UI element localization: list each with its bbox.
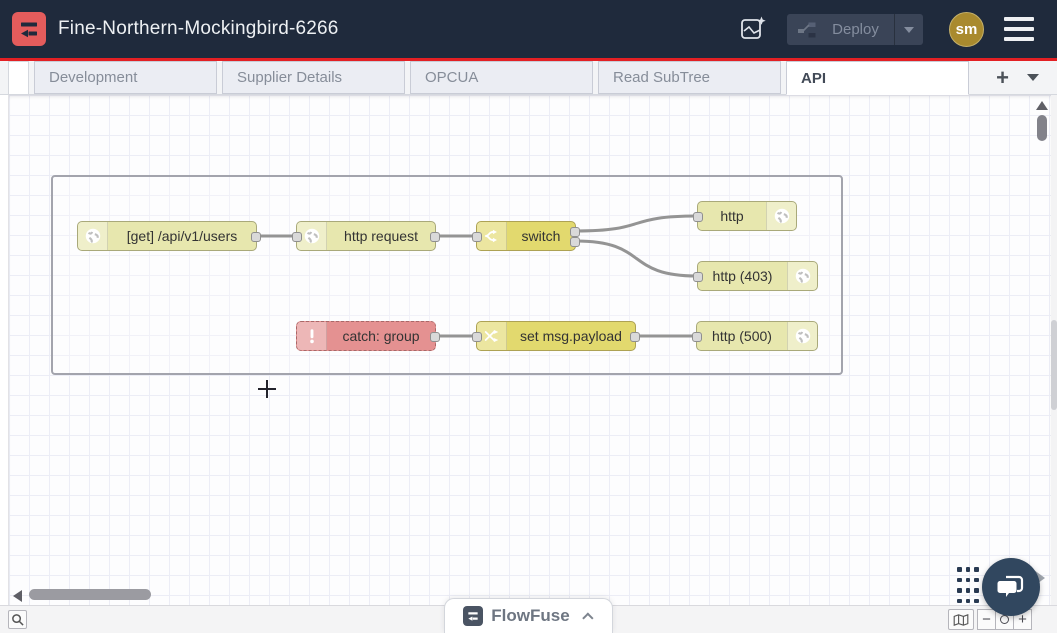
horizontal-scrollbar[interactable] (9, 588, 1051, 602)
widget-drag-handle[interactable] (957, 567, 979, 605)
node-label: catch: group (342, 328, 420, 344)
tab-scroll-gutter (8, 61, 29, 94)
flowfuse-glyph (21, 22, 37, 38)
tab-label: Read SubTree (613, 69, 711, 86)
add-flow-button[interactable]: + (996, 64, 1009, 90)
globe-icon (787, 322, 817, 350)
output-port[interactable] (630, 332, 640, 342)
globe-icon (297, 222, 327, 250)
input-port[interactable] (693, 212, 703, 222)
wire-layer (255, 214, 699, 338)
exclamation-icon (297, 322, 327, 350)
flow-node-http-response[interactable]: http (693, 201, 797, 231)
tab-read-subtree[interactable]: Read SubTree (598, 61, 781, 94)
hamburger-icon (1004, 17, 1034, 21)
flow-node-http-response-500[interactable]: http (500) (692, 321, 818, 351)
tab-label: API (801, 69, 827, 87)
header-bar: Fine-Northern-Mockingbird-6266 Deploy sm (0, 0, 1057, 58)
output-port[interactable] (570, 237, 580, 247)
navigator-toggle-button[interactable] (948, 609, 974, 630)
globe-icon (78, 222, 108, 250)
workspace-tabbar: Development Supplier Details OPCUA Read Sub… (0, 61, 1057, 95)
chat-bubble-icon (997, 575, 1024, 597)
tab-development[interactable]: Development (34, 61, 217, 94)
flowfuse-banner-logo-icon (463, 606, 484, 626)
scroll-up-arrow-icon[interactable] (1036, 101, 1048, 110)
tab-supplier-details[interactable]: Supplier Details (222, 61, 405, 94)
search-icon (12, 614, 24, 626)
flow-node-http-request[interactable]: http request (292, 221, 440, 251)
accent-divider (0, 58, 1057, 61)
node-label: http (403) (712, 268, 773, 284)
switch-icon (477, 222, 507, 250)
deploy-button-label: Deploy (832, 21, 879, 38)
input-port[interactable] (692, 332, 702, 342)
zoom-reset-icon (1000, 615, 1009, 624)
chevron-up-icon (581, 612, 594, 624)
output-port[interactable] (430, 332, 440, 342)
node-label: set msg.payload (520, 328, 622, 344)
node-label: http (720, 208, 744, 224)
wire[interactable] (574, 239, 699, 278)
ai-flow-assistant-button[interactable] (736, 12, 770, 46)
flow-node-change[interactable]: set msg.payload (472, 321, 640, 351)
flow-canvas[interactable]: [get] /api/v1/users http request switch htt… (8, 95, 1051, 605)
tab-label: Development (49, 69, 138, 86)
input-port[interactable] (472, 232, 482, 242)
flow-node-catch-group[interactable]: catch: group (296, 321, 440, 351)
node-label: switch (521, 228, 561, 244)
globe-icon (766, 202, 796, 230)
zoom-out-button[interactable]: − (977, 609, 996, 630)
flowfuse-banner[interactable]: FlowFuse (444, 598, 613, 633)
flowfuse-logo-icon[interactable] (12, 12, 46, 46)
sidebar-collapse-indicator (1034, 570, 1045, 586)
tab-actions: + (996, 61, 1057, 94)
tab-api[interactable]: API (786, 61, 969, 95)
tab-label: OPCUA (425, 69, 479, 86)
vertical-scroll-thumb[interactable] (1037, 115, 1047, 141)
output-port[interactable] (430, 232, 440, 242)
tab-strip: Development Supplier Details OPCUA Read Sub… (29, 61, 969, 95)
wire[interactable] (574, 214, 699, 233)
scroll-left-arrow-icon[interactable] (13, 590, 22, 602)
tab-opcua[interactable]: OPCUA (410, 61, 593, 94)
user-avatar[interactable]: sm (949, 12, 984, 47)
page-scrollbar[interactable] (1051, 95, 1057, 605)
node-label: http request (344, 228, 418, 244)
chevron-down-icon (904, 26, 914, 33)
flow-node-http-in[interactable]: [get] /api/v1/users (77, 221, 261, 251)
flow-list-dropdown-button[interactable] (1027, 74, 1039, 81)
chat-widget-button[interactable] (982, 558, 1040, 616)
change-icon (477, 322, 507, 350)
node-label: http (500) (712, 328, 772, 344)
deploy-button[interactable]: Deploy (787, 14, 923, 45)
flow-node-switch[interactable]: switch (472, 221, 580, 251)
instance-title: Fine-Northern-Mockingbird-6266 (58, 18, 339, 39)
output-port[interactable] (251, 232, 261, 242)
crosshair-cursor (258, 380, 276, 398)
node-label: [get] /api/v1/users (126, 228, 238, 244)
output-port[interactable] (570, 227, 580, 237)
vertical-scrollbar[interactable] (1035, 97, 1049, 597)
horizontal-scroll-thumb[interactable] (29, 589, 151, 600)
ai-flow-icon (741, 16, 766, 39)
flowfuse-banner-label: FlowFuse (491, 606, 570, 625)
globe-icon (787, 262, 817, 290)
input-port[interactable] (693, 272, 703, 282)
input-port[interactable] (292, 232, 302, 242)
tab-label: Supplier Details (237, 69, 343, 86)
input-port[interactable] (472, 332, 482, 342)
page-scroll-thumb[interactable] (1051, 320, 1057, 410)
deploy-icon (798, 22, 816, 37)
map-icon (953, 613, 969, 626)
search-button[interactable] (8, 610, 27, 629)
deploy-divider (894, 14, 895, 45)
deploy-options-button[interactable] (895, 26, 923, 33)
flow-node-http-response-403[interactable]: http (403) (693, 261, 818, 291)
main-menu-button[interactable] (1004, 17, 1034, 41)
